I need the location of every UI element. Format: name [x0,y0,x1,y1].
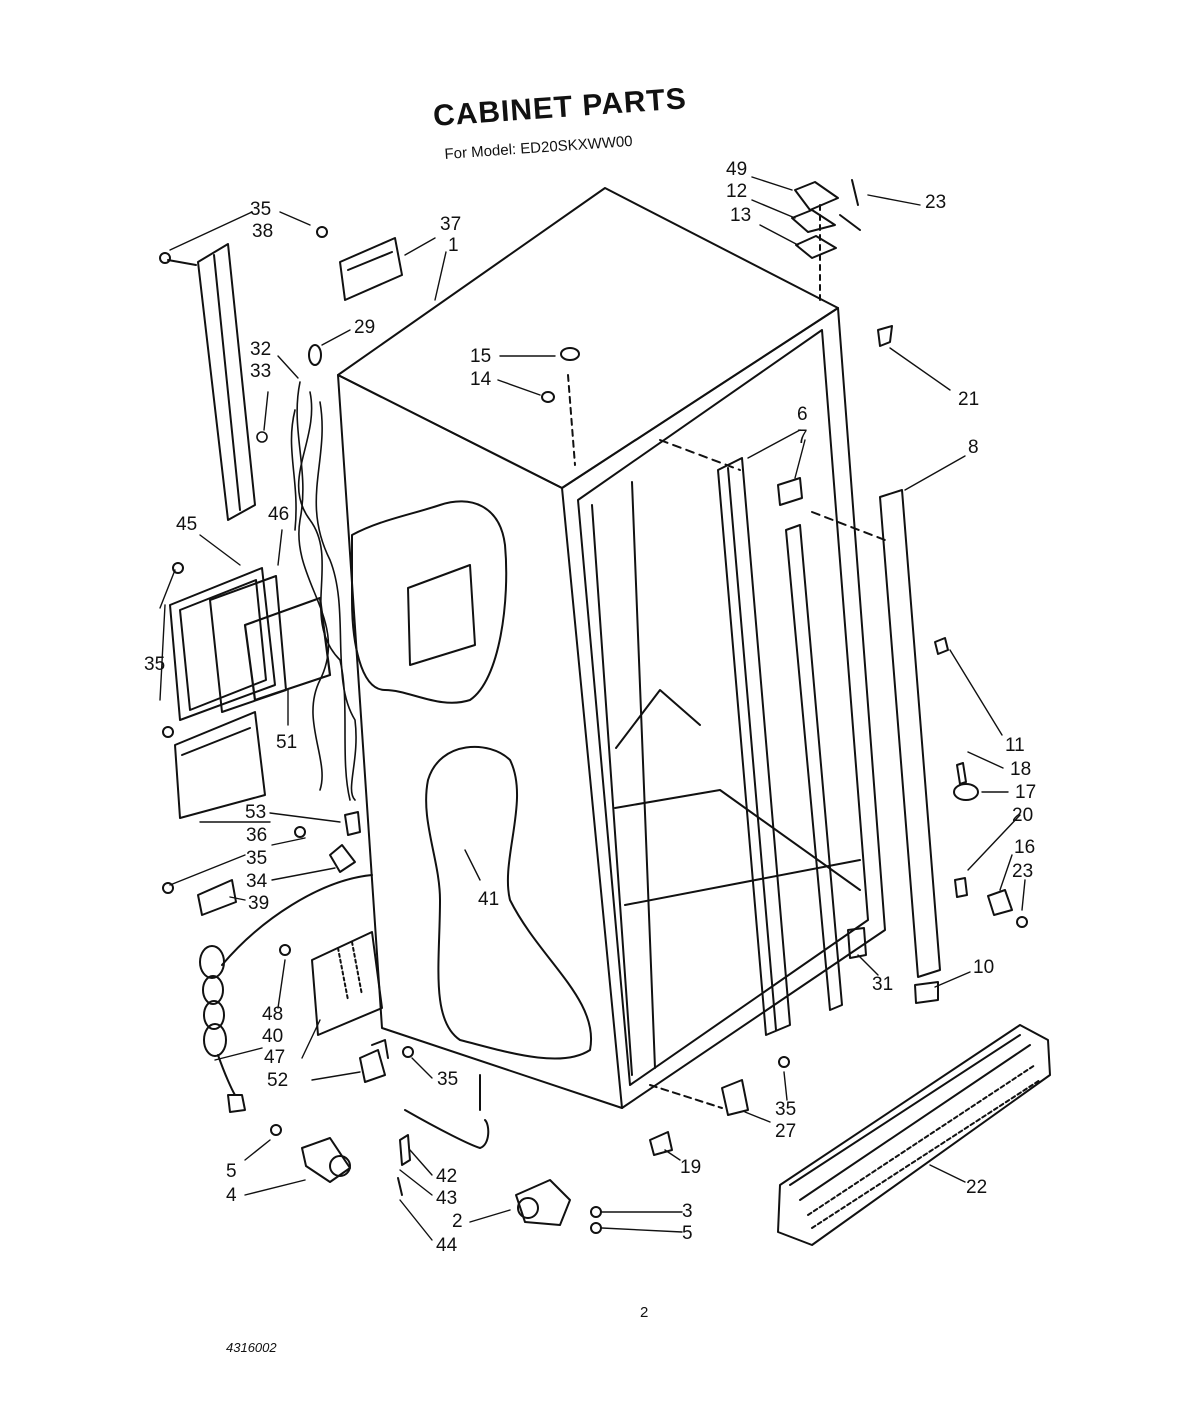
callout-label: 34 [246,871,268,892]
callout-label: 31 [872,974,894,995]
callout-label: 2 [452,1211,463,1232]
callout-label: 1 [448,235,459,256]
callout-label: 35 [437,1069,459,1090]
wiring-harness [256,381,357,801]
bottom-parts [270,1039,790,1234]
callout-label: 43 [436,1188,458,1209]
callout-label: 53 [245,802,267,823]
heater-coil [169,562,332,721]
callout-label: 23 [1012,861,1034,882]
callout-label: 16 [1014,837,1036,858]
callout-label: 4 [226,1185,237,1206]
callout-label: 39 [248,893,270,914]
callout-label: 42 [436,1166,458,1187]
callout-label: 36 [246,825,268,846]
small-brackets [162,811,361,916]
callout-label: 32 [250,339,272,360]
callout-label: 33 [250,361,272,382]
callout-label: 47 [264,1047,286,1068]
top-hinge-plate [316,226,403,301]
left-trim-strip [159,243,256,521]
callout-label: 45 [176,514,198,535]
callout-label: 11 [1005,735,1025,756]
callout-label: 35 [144,654,166,675]
callout-label: 6 [797,404,808,425]
leader-lines [159,176,1026,1241]
callout-label: 38 [252,221,274,242]
callout-label: 3 [682,1201,693,1222]
control-box [279,931,383,1036]
callout-label: 29 [354,317,376,338]
callout-label: 46 [268,504,290,525]
callout-label: 21 [958,389,980,410]
callout-label: 14 [470,369,492,390]
callout-label: 35 [246,848,268,869]
callout-label: 5 [682,1223,693,1244]
callout-label: 44 [436,1235,458,1256]
callout-label: 23 [925,192,947,213]
callout-label: 13 [730,205,752,226]
callout-label: 35 [250,199,272,220]
power-cord [199,874,373,1113]
callout-label: 37 [440,214,462,235]
callout-label: 41 [478,889,500,910]
callout-label: 15 [470,346,492,367]
callout-label: 12 [726,181,748,202]
page-number: 2 [640,1304,649,1321]
right-small-parts [934,637,1028,928]
top-hinge-parts [308,179,893,403]
callout-label: 49 [726,159,748,180]
callout-label: 51 [276,732,298,753]
callout-label: 18 [1010,759,1032,780]
callout-label: 10 [973,957,995,978]
callout-label: 48 [262,1004,284,1025]
callout-label: 19 [680,1157,702,1178]
callout-label: 35 [775,1099,797,1120]
document-number: 4316002 [226,1340,277,1355]
callout-label: 20 [1012,805,1034,826]
callout-label: 27 [775,1121,797,1142]
callout-label: 52 [267,1070,289,1091]
callout-label: 8 [968,437,979,458]
callout-label: 17 [1015,782,1037,803]
callout-label: 7 [797,427,808,448]
toe-grille [777,1024,1051,1246]
callout-label: 40 [262,1026,284,1047]
callout-label: 22 [966,1177,988,1198]
access-panel [162,711,266,819]
cabinet-body [337,187,886,1111]
right-strips [717,457,941,1036]
callout-label: 5 [226,1161,237,1182]
